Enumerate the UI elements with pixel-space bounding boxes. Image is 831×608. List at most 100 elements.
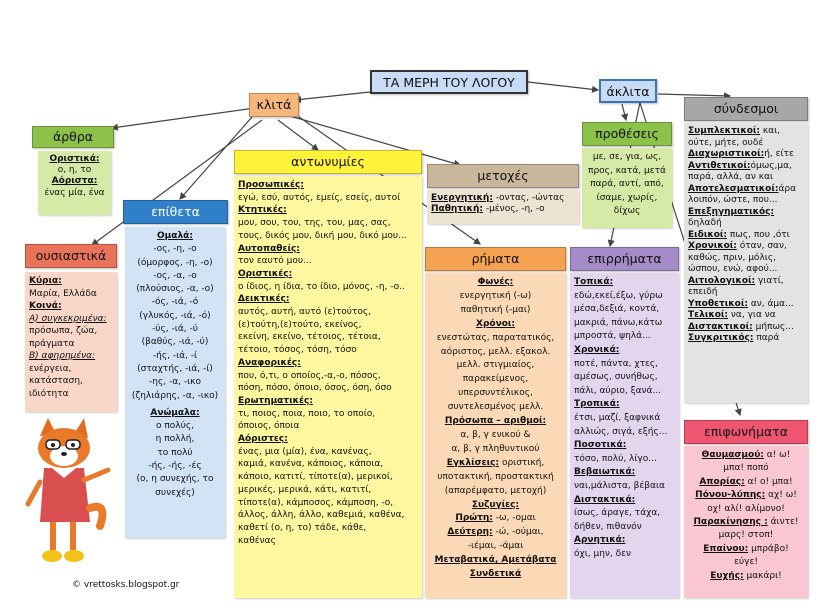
syndesmoi-line: ώσπου, ενώ, αφού...: [688, 264, 778, 274]
syndesmoi-line: και,: [760, 126, 781, 136]
epirrimata-box: Τοπικά: εδώ,εκεί,έξω, γύρω μέσα,δεξιά, κ…: [570, 273, 679, 598]
epitheta-line: -ύς, -ιά, -ύ: [152, 324, 198, 335]
rimata-line: -ιέμαι, -άμαι: [467, 541, 524, 552]
protheseis-line: με, σε, για, ως,: [592, 152, 662, 162]
protheseis-line: παρά, αντί, από,: [590, 179, 664, 190]
ousiastika-line: πράγματα: [29, 338, 75, 349]
epirrimata-line: Τροπικά:: [574, 399, 620, 410]
epifonimata-line: Παρακίνησης :: [693, 517, 768, 528]
epitheta-line: (γλυκός, -ιά, -ό): [139, 310, 211, 321]
antonymies-line: εκείνη, εκείνο, τέτοιος, τέτοια,: [238, 332, 381, 343]
epirrimata-header: επιρρήματα: [570, 247, 679, 271]
syndesmoi-line: ή, είτε: [764, 149, 794, 159]
syndesmoi-line: καθώς, πριν, μόλις,: [688, 252, 776, 263]
epifonimata-line: α! ω!: [763, 450, 791, 460]
rimata-line: Πρόσωπα – αριθμοί:: [444, 416, 547, 427]
rimata-line: Χρόνοι:: [476, 318, 515, 329]
epitheta-line: (ζηλιάρης, -α, -ικο): [131, 390, 219, 401]
epitheta-line: -ός, -ιά, -ό: [151, 297, 199, 308]
epirrimata-line: Βεβαιωτικά:: [574, 467, 636, 478]
epirrimata-line: Χρονικά:: [574, 344, 620, 355]
rimata-line: (απαρέμφατο, μετοχή): [444, 485, 547, 496]
syndesmoi-line: Αιτιολογικοί:: [688, 275, 756, 286]
rimata-line: Μεταβατικά, Αμετάβατα: [434, 555, 557, 566]
metoches-line: -οντας, -ώντας: [492, 193, 565, 203]
ousiastika-line: κατάσταση,: [29, 376, 83, 386]
syndesmoi-line: Αντιθετικοί:: [688, 160, 751, 171]
epifonimata-line: οχ! αλί! αλίμονο!: [707, 503, 785, 514]
rimata-line: υποτακτική, προστακτική: [437, 471, 554, 482]
antonymies-line: Αυτοπαθείς:: [238, 243, 300, 254]
epitheta-box: Ομαλά: -ος, -η, -ο (όμορφος, -η, -ο) -ος…: [125, 227, 225, 538]
rimata-line: οριστική,: [499, 457, 545, 468]
epifonimata-header: επιφωνήματα: [684, 420, 808, 444]
syndesmoi-line: Συμπλεκτικοί:: [688, 126, 760, 136]
syndesmoi-line: παρά: [753, 333, 780, 343]
syndesmoi-line: Διαχωριστικοί:: [688, 149, 765, 159]
rimata-line: -ω, -ομαι: [492, 513, 536, 524]
syndesmoi-line: Συγκριτικός:: [688, 333, 754, 343]
rimata-line: α, β, γ πληθυντικού: [451, 443, 540, 454]
antonymies-line: Αναφορικές:: [238, 357, 301, 368]
antonymies-line: αυτός, αυτή, αυτό (ε)τούτος,: [238, 307, 372, 318]
epifonimata-line: Πόνου-λύπης:: [695, 490, 766, 501]
metoches-line: -μένος, -η, -ο: [482, 204, 545, 215]
antonymies-line: κάποιο, κατιτί, τίποτε(α), μερικοί,: [238, 472, 393, 483]
syndesmoi-line: ούτε, μήτε, ουδέ: [688, 137, 764, 148]
epifonimata-box: Θαυμασμού: α! ω! μπα! ποπό Απορίας: α! ο…: [684, 446, 808, 598]
epirrimata-line: μπροστά, ψηλά...: [574, 331, 651, 342]
epifonimata-line: Επαίνου:: [703, 543, 749, 554]
syndesmoi-line: Διστακτικοί:: [688, 321, 753, 332]
rimata-line: μελλ. στιγμιαίος,: [456, 360, 535, 371]
rimata-line: ενεστώτας, παρατατικός,: [436, 332, 555, 343]
epitheta-line: (όμορφος, -η, -ο): [137, 257, 213, 268]
epitheta-line: (σταχτής, -ιά, -ί): [137, 363, 213, 374]
epirrimata-line: Διστακτικά:: [574, 494, 636, 505]
syndesmoi-header: σύνδεσμοι: [684, 97, 808, 121]
rimata-line: Φωνές:: [477, 277, 514, 287]
metoches-header: μετοχές: [427, 164, 579, 188]
epirrimata-line: έτσι, μαζί, ξαφνικά: [574, 412, 661, 423]
arthra-line: Οριστικά:: [49, 154, 100, 164]
antonymies-line: Προσωπικές:: [238, 180, 304, 190]
epirrimata-line: μακριά, πάνω,κάτω: [574, 317, 663, 328]
syndesmoi-line: Τελικοί:: [688, 310, 729, 320]
ousiastika-header: ουσιαστικά: [25, 244, 117, 268]
protheseis-box: με, σε, για, ως, προς, κατά, μετά παρά, …: [582, 148, 672, 228]
syndesmoi-line: Επεξηγηματικός:: [688, 206, 775, 217]
ousiastika-line: Κοινά:: [29, 301, 62, 311]
syndesmoi-line: λοιπόν, ώστε, που...: [688, 195, 778, 205]
epitheta-line: συνεχές): [155, 487, 195, 498]
ousiastika-line: ιδιότητα: [29, 388, 69, 399]
epirrimata-line: ναι,μάλιστα, βέβαια: [574, 480, 665, 491]
epirrimata-line: ποτέ, πάντα, χτες,: [574, 358, 659, 369]
antonymies-line: καθένας: [238, 535, 276, 546]
rimata-line: παρακείμενος,: [462, 374, 529, 385]
antonymies-line: Αόριστες:: [238, 434, 288, 445]
epirrimata-line: αλλιώς, σιγά, εξής...: [574, 426, 668, 437]
klita-label: κλιτά: [249, 93, 299, 117]
epitheta-line: ο πολύς,: [156, 421, 194, 432]
epifonimata-line: εύγε!: [734, 557, 758, 568]
syndesmoi-line: αν, άμα...: [747, 298, 794, 309]
rimata-line: αόριστος, μελλ. εξακολ.: [440, 346, 551, 357]
antonymies-line: καμιά, κανένα, κάποιος, κάποια,: [238, 459, 384, 470]
antonymies-line: Κτητικές:: [238, 205, 287, 216]
rimata-header: ρήματα: [425, 247, 566, 271]
rimata-line: ενεργητική (-ω): [459, 290, 532, 301]
antonymies-line: ένας, μια (μία), ένα, κανένας,: [238, 446, 372, 457]
ousiastika-line: Κύρια:: [29, 276, 62, 286]
antonymies-line: όποιος, όποια: [238, 421, 300, 432]
syndesmoi-line: όμως,μα,: [750, 160, 792, 171]
ousiastika-line: ενέργεια,: [29, 363, 72, 374]
protheseis-line: δίχως: [613, 206, 641, 217]
antonymies-line: Ερωτηματικές:: [238, 395, 313, 406]
epirrimata-line: εδώ,εκεί,έξω, γύρω: [574, 290, 663, 301]
antonymies-line: τι, ποιος, ποια, ποιο, το οποίο,: [238, 408, 376, 419]
syndesmoi-line: παρά, αλλά, αν και: [688, 172, 774, 182]
syndesmoi-line: μήπως...: [752, 321, 794, 332]
epitheta-line: η πολλή,: [155, 434, 195, 445]
epitheta-line: (βαθύς, -ιά, -ύ): [141, 337, 209, 348]
rimata-line: -ώ, -ούμαι,: [492, 527, 544, 538]
antonymies-line: Δεικτικές:: [238, 294, 290, 305]
